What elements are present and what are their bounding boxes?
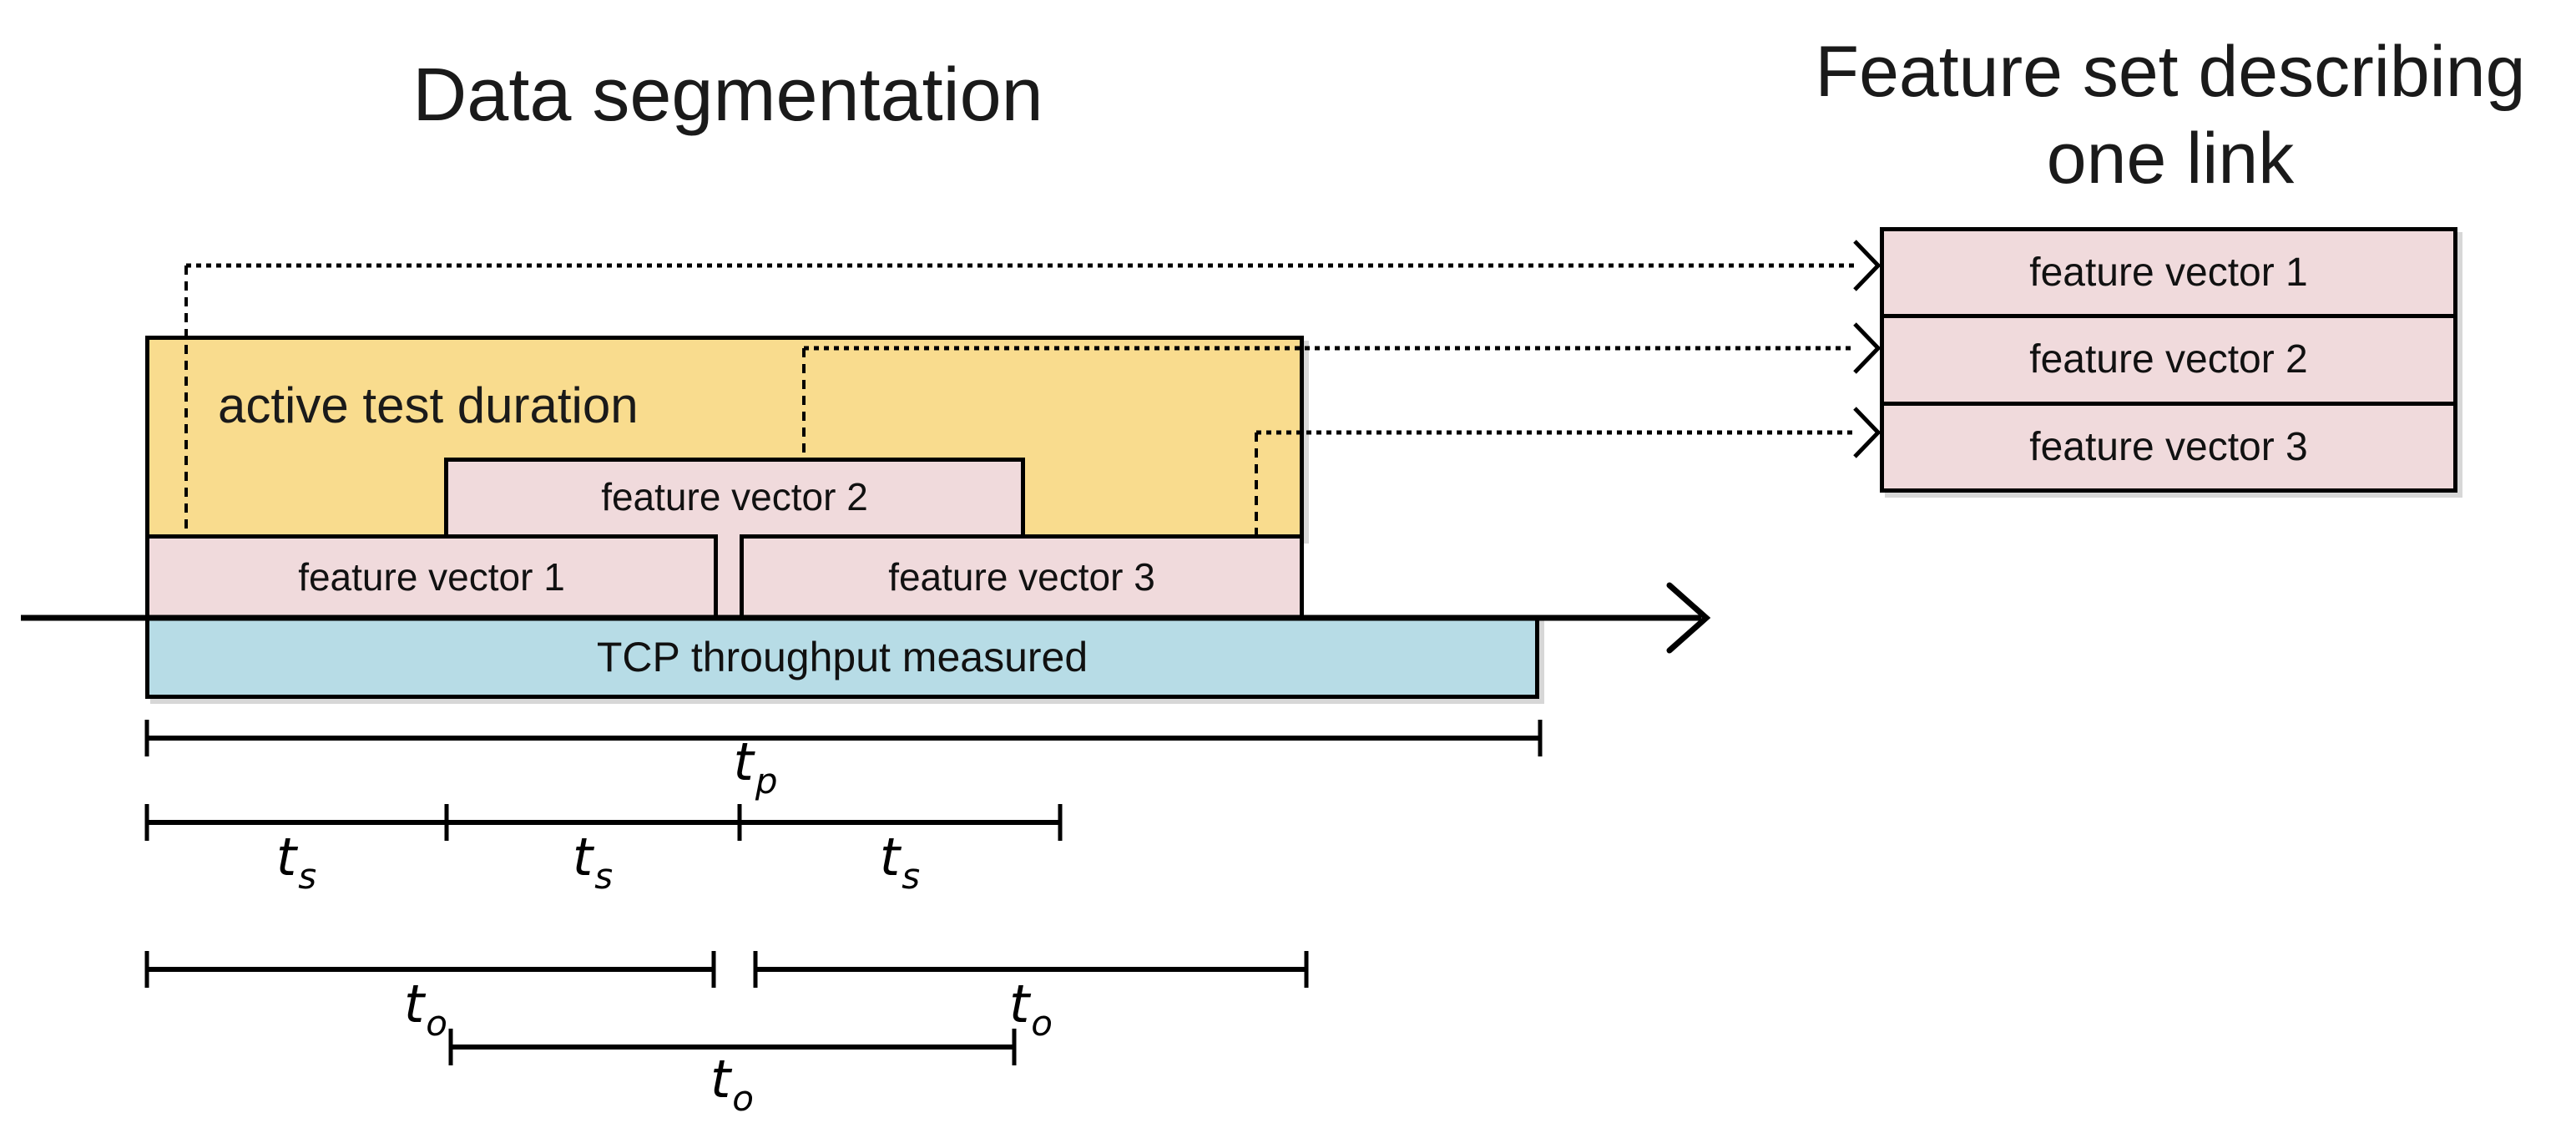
tp-base: t	[733, 731, 754, 792]
to2-sub: o	[1031, 1003, 1053, 1044]
tcp-throughput-box: TCP throughput measured	[145, 615, 1539, 699]
ts3-sub: s	[902, 856, 921, 897]
to1-base: t	[403, 974, 425, 1034]
left-section-title: Data segmentation	[412, 53, 1043, 137]
connector-fv1-arrowhead-icon	[1853, 240, 1881, 291]
feature-set-item-2-label: feature vector 2	[2029, 337, 2308, 382]
ts1-base: t	[275, 827, 297, 888]
feature-set-item-1: feature vector 1	[1884, 231, 2453, 314]
tcp-throughput-label: TCP throughput measured	[596, 634, 1088, 680]
timeline-arrowhead-icon	[1666, 582, 1711, 654]
tp-label: tp	[734, 736, 778, 799]
ts-label-2: ts	[573, 832, 613, 894]
to3-base: t	[710, 1049, 731, 1110]
ts2-sub: s	[594, 856, 614, 897]
feature-set-item-3-label: feature vector 3	[2029, 424, 2308, 469]
to-label-2: to	[1009, 979, 1053, 1041]
ts-label-3: ts	[880, 832, 920, 894]
feature-set-stack: feature vector 1 feature vector 2 featur…	[1880, 227, 2457, 493]
feature-set-item-2: feature vector 2	[1884, 314, 2453, 401]
right-section-title: Feature set describing one link	[1815, 32, 2526, 199]
ts1-sub: s	[298, 856, 317, 897]
feature-vector-2-box: feature vector 2	[444, 458, 1025, 534]
active-test-duration-label: active test duration	[218, 377, 639, 433]
feature-vector-1-label: feature vector 1	[298, 555, 565, 599]
to3-sub: o	[732, 1078, 755, 1119]
feature-vector-3-box: feature vector 3	[740, 534, 1304, 620]
ts2-base: t	[572, 827, 593, 888]
feature-vector-3-label: feature vector 3	[888, 555, 1155, 599]
ts-label-1: ts	[276, 832, 316, 894]
to1-sub: o	[426, 1003, 448, 1044]
connector-fv2-arrowhead-icon	[1853, 322, 1881, 374]
ts3-base: t	[879, 827, 901, 888]
feature-set-item-3: feature vector 3	[1884, 401, 2453, 488]
feature-vector-1-box: feature vector 1	[145, 534, 718, 620]
feature-set-item-1-label: feature vector 1	[2029, 250, 2308, 296]
tp-sub: p	[755, 761, 778, 802]
connector-fv3-arrowhead-icon	[1853, 407, 1881, 458]
feature-vector-2-label: feature vector 2	[601, 474, 868, 518]
to-label-3: to	[710, 1054, 754, 1116]
tp-bracket	[144, 720, 1543, 756]
to2-base: t	[1008, 974, 1030, 1034]
to-label-1: to	[404, 979, 447, 1041]
